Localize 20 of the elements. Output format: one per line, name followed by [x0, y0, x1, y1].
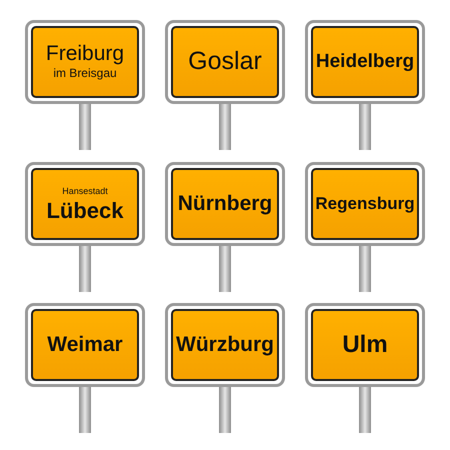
town-name: Regensburg: [315, 194, 415, 214]
town-sign: [305, 20, 425, 104]
town-name: Weimar: [47, 333, 123, 357]
town-name: Ulm: [342, 332, 388, 358]
town-name: Goslar: [188, 48, 262, 76]
sign-subtitle: Hansestadt: [62, 186, 108, 197]
town-sign: [25, 20, 145, 104]
town-name: Würzburg: [176, 333, 274, 357]
town-sign: [305, 303, 425, 387]
town-sign: [165, 20, 285, 104]
sign-subtitle: im Breisgau: [53, 66, 117, 80]
town-name: Heidelberg: [316, 52, 414, 72]
town-sign: [165, 303, 285, 387]
town-sign: [25, 303, 145, 387]
town-sign: [305, 162, 425, 246]
town-name: Lübeck: [46, 198, 124, 224]
town-sign: [165, 162, 285, 246]
town-sign: [25, 162, 145, 246]
town-name: Freiburg: [46, 42, 124, 65]
town-name: Nürnberg: [178, 192, 272, 216]
